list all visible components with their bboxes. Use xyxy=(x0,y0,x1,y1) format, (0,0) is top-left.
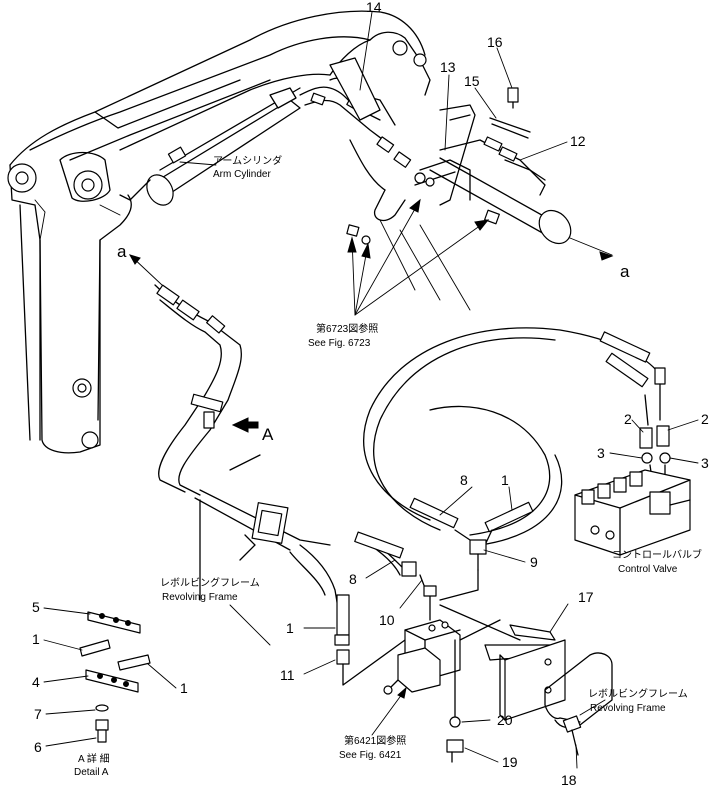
callout-8-upper: 8 xyxy=(460,472,468,488)
callout-17: 17 xyxy=(578,589,594,605)
callout-5: 5 xyxy=(32,599,40,615)
control-valve-label-jp: コントロールバルブ xyxy=(612,548,702,561)
callout-1-detail-upper: 1 xyxy=(32,631,40,647)
callout-3-right: 3 xyxy=(701,455,709,471)
view-a-label: A xyxy=(262,425,274,444)
callout-6: 6 xyxy=(34,739,42,755)
leader-lines xyxy=(43,11,699,769)
callout-14: 14 xyxy=(366,0,382,15)
see-fig-6723-label-en: See Fig. 6723 xyxy=(308,338,371,349)
ref-a-right-label: a xyxy=(620,262,630,281)
detail-a-parts xyxy=(79,611,151,743)
revolving-frame-2-label-jp: レボルビングフレーム xyxy=(588,687,688,700)
arm-cylinder xyxy=(119,87,301,206)
callout-3-left: 3 xyxy=(597,445,605,461)
callout-18: 18 xyxy=(561,772,577,788)
callout-2-left: 2 xyxy=(624,411,632,427)
callout-1-lower: 1 xyxy=(286,620,294,636)
see-fig-6421-label-en: See Fig. 6421 xyxy=(339,750,402,761)
see-fig-6723-label-jp: 第6723図参照 xyxy=(316,322,378,335)
callout-9: 9 xyxy=(530,554,538,570)
callout-13: 13 xyxy=(440,59,456,75)
see-fig-6421-label-jp: 第6421図参照 xyxy=(344,734,406,747)
revolving-frame-plate xyxy=(544,652,613,756)
upper-hose-assembly xyxy=(299,57,572,245)
callout-8-lower: 8 xyxy=(349,571,357,587)
arm-cylinder-label-jp: アームシリンダ xyxy=(213,154,282,167)
callout-1-upper: 1 xyxy=(501,472,509,488)
bracket-17 xyxy=(484,624,566,721)
callout-20: 20 xyxy=(497,712,513,728)
revolving-frame-2-label-en: Revolving Frame xyxy=(590,703,666,714)
callout-16: 16 xyxy=(487,34,503,50)
callout-1-detail-lower: 1 xyxy=(180,680,188,696)
callout-19: 19 xyxy=(502,754,518,770)
callout-7: 7 xyxy=(34,706,42,722)
detail-a-label-jp: A 詳 細 xyxy=(78,752,110,765)
callout-15: 15 xyxy=(464,73,480,89)
callout-numbers: 14 13 16 15 12 2 2 3 3 8 1 9 8 17 1 10 1… xyxy=(32,0,709,788)
callout-11: 11 xyxy=(280,667,295,683)
text-labels: アームシリンダ Arm Cylinder 第6723図参照 See Fig. 6… xyxy=(74,154,702,778)
valve-block xyxy=(383,569,521,763)
ref-a-left-label: a xyxy=(117,242,127,261)
control-valve xyxy=(574,469,691,556)
control-valve-label-en: Control Valve xyxy=(618,564,678,575)
arm-cylinder-label-en: Arm Cylinder xyxy=(213,169,271,180)
boom-structure xyxy=(7,10,471,454)
callout-10: 10 xyxy=(379,612,395,628)
revolving-frame-label-jp: レボルビングフレーム xyxy=(160,576,260,589)
detail-a-label-en: Detail A xyxy=(74,767,109,778)
left-hose-run xyxy=(154,284,406,686)
callout-2-right: 2 xyxy=(701,411,709,427)
loop-hose-to-control-valve xyxy=(354,327,671,589)
revolving-frame-label-en: Revolving Frame xyxy=(162,592,238,603)
callout-12: 12 xyxy=(570,133,586,149)
callout-4: 4 xyxy=(32,674,40,690)
